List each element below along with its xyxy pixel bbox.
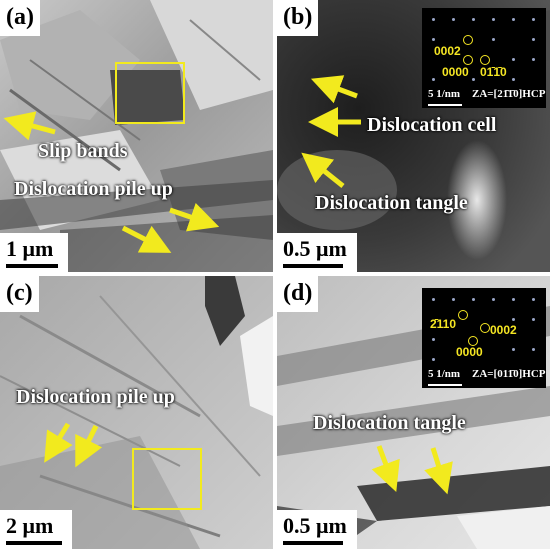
annotation-dislocation-tangle: Dislocation tangle xyxy=(315,192,468,214)
scale-bar-label: 2 μm xyxy=(6,513,54,538)
inset-scale-bar xyxy=(428,384,462,386)
diffraction-pattern-inset-d: 2̄110 0002 0000 5 1/nm ZA=[011̄0]HCP xyxy=(422,288,546,388)
inset-scale-bar xyxy=(428,104,462,106)
panel-label-c: (c) xyxy=(0,276,39,312)
micrograph-c-image xyxy=(0,276,273,549)
scale-bar-label: 0.5 μm xyxy=(283,236,347,261)
panel-b-micrograph: 0002 0000 01̄1̄0 5 1/nm ZA=[21̄1̄0]HCP (… xyxy=(277,0,550,272)
index-0000: 0000 xyxy=(442,65,469,79)
diffraction-ring xyxy=(458,310,468,320)
scale-bar-c: 2 μm xyxy=(0,510,72,549)
annotation-slip-bands: Slip bands xyxy=(38,140,128,162)
annotation-dislocation-tangle: Dislocation tangle xyxy=(313,412,466,434)
inset-scale-label: 5 1/nm xyxy=(428,368,461,380)
scale-bar-line xyxy=(283,541,343,545)
scale-bar-d: 0.5 μm xyxy=(277,510,357,549)
panel-a-micrograph: (a) Slip bands Dislocation pile up 1 μm xyxy=(0,0,273,272)
inset-scale-label: 5 1/nm xyxy=(428,88,461,100)
index-0002: 0002 xyxy=(434,44,461,58)
annotation-dislocation-pile-up: Dislocation pile up xyxy=(14,178,173,200)
region-highlight-box xyxy=(132,448,202,510)
panel-label-d: (d) xyxy=(277,276,319,312)
micrograph-a-image xyxy=(0,0,273,272)
scale-bar-a: 1 μm xyxy=(0,233,68,272)
region-highlight-box xyxy=(115,62,185,124)
scale-bar-b: 0.5 μm xyxy=(277,233,357,272)
scale-bar-label: 0.5 μm xyxy=(283,513,347,538)
diffraction-ring xyxy=(480,323,490,333)
diffraction-pattern-inset-b: 0002 0000 01̄1̄0 5 1/nm ZA=[21̄1̄0]HCP xyxy=(422,8,546,108)
annotation-dislocation-pile-up: Dislocation pile up xyxy=(16,386,175,408)
scale-bar-label: 1 μm xyxy=(6,236,54,261)
diffraction-ring xyxy=(463,55,473,65)
zone-axis-label: ZA=[011̄0]HCP xyxy=(472,368,546,380)
annotation-dislocation-cell: Dislocation cell xyxy=(367,114,497,136)
diffraction-ring xyxy=(480,55,490,65)
diffraction-ring xyxy=(463,35,473,45)
index-2-110: 2̄110 xyxy=(430,317,457,331)
scale-bar-line xyxy=(6,541,62,545)
panel-label-b: (b) xyxy=(277,0,319,36)
scale-bar-line xyxy=(6,264,58,268)
index-0000: 0000 xyxy=(456,345,483,359)
scale-bar-line xyxy=(283,264,343,268)
diffraction-ring xyxy=(468,336,478,346)
index-0002: 0002 xyxy=(490,323,517,337)
index-01-10: 01̄1̄0 xyxy=(480,65,507,79)
panel-label-a: (a) xyxy=(0,0,40,36)
zone-axis-label: ZA=[21̄1̄0]HCP xyxy=(472,88,546,100)
panel-d-micrograph: 2̄110 0002 0000 5 1/nm ZA=[011̄0]HCP (d)… xyxy=(277,276,550,549)
panel-c-micrograph: (c) Dislocation pile up 2 μm xyxy=(0,276,273,549)
